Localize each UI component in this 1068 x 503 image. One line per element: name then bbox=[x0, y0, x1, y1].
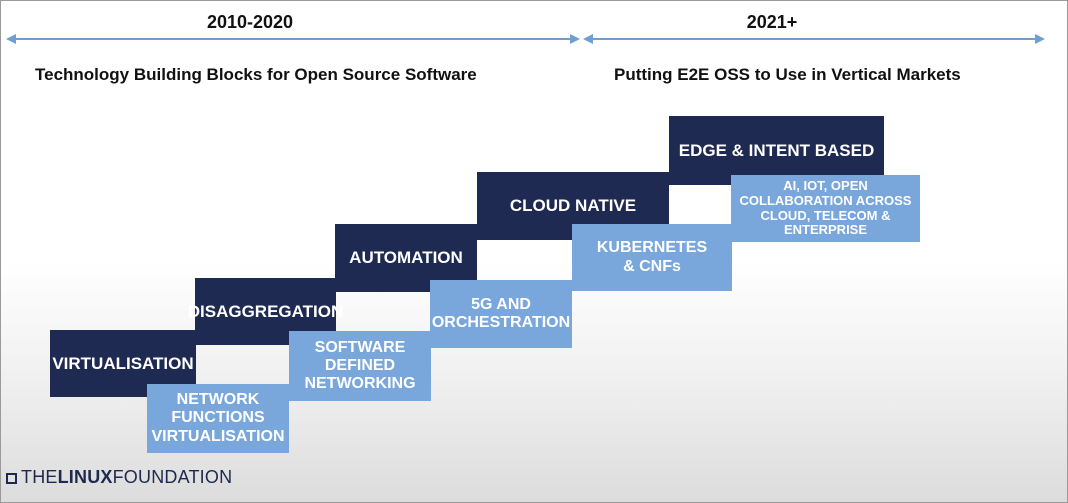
block-ai-iot-open-collaboration: AI, IOT, OPEN COLLABORATION ACROSS CLOUD… bbox=[731, 175, 920, 242]
logo-text-foundation: FOUNDATION bbox=[112, 467, 233, 487]
logo-text-linux: LINUX bbox=[57, 467, 113, 487]
block-edge-intent-based: EDGE & INTENT BASED bbox=[669, 116, 884, 185]
block-5g-orchestration: 5G AND ORCHESTRATION bbox=[430, 280, 572, 348]
double-arrow-2021-plus bbox=[583, 34, 1045, 44]
logo-text-the: THE bbox=[21, 467, 58, 487]
period-label-2010-2020: 2010-2020 bbox=[206, 12, 294, 32]
block-network-functions-virtualisation: NETWORK FUNCTIONS VIRTUALISATION bbox=[147, 384, 289, 453]
block-software-defined-networking: SOFTWARE DEFINED NETWORKING bbox=[289, 331, 431, 401]
double-arrow-2010-2020 bbox=[6, 34, 580, 44]
foundation-logo-icon bbox=[6, 473, 17, 484]
subtitle-vertical-markets: Putting E2E OSS to Use in Vertical Marke… bbox=[614, 65, 961, 84]
block-kubernetes-cnfs: KUBERNETES & CNFs bbox=[572, 224, 732, 291]
subtitle-building-blocks: Technology Building Blocks for Open Sour… bbox=[35, 65, 477, 84]
period-label-2021-plus: 2021+ bbox=[746, 12, 798, 32]
linux-foundation-logo: THE LINUX FOUNDATION bbox=[6, 467, 232, 488]
